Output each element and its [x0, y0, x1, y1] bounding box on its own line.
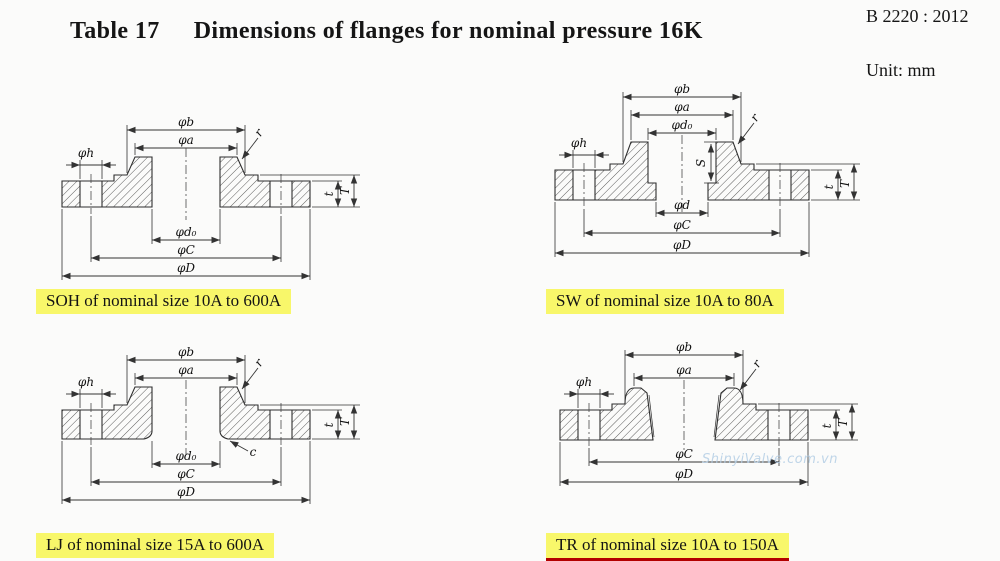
table-number: Table 17 — [70, 18, 160, 44]
flange-section — [61, 386, 311, 440]
lj-flange-drawing: φb φa φh r t T φd₀ c φC φD — [61, 345, 360, 504]
dim-label-phi-b: φb — [178, 115, 194, 129]
dim-label-phi-C: φC — [177, 243, 195, 257]
dim-label-phi-d0: φd₀ — [672, 118, 693, 132]
watermark: ShinyiValve.com.vn — [702, 452, 838, 467]
dim-label-phi-d: φd — [674, 198, 690, 212]
dim-label-phi-D: φD — [675, 467, 693, 481]
dimensions: φb φa φh r t T φd₀ φC φD — [61, 115, 360, 280]
dimensions: φb φa φh r t T φC φD — [559, 340, 858, 486]
dim-label-T: T — [838, 179, 852, 188]
dim-label-phi-a: φa — [178, 133, 194, 147]
dim-label-phi-b: φb — [178, 345, 194, 359]
dimensions: φb φa φh r t T φd₀ c φC φD — [61, 345, 360, 504]
dim-label-phi-D: φD — [177, 261, 195, 275]
dim-label-phi-D: φD — [673, 238, 691, 252]
caption-lj: LJ of nominal size 15A to 600A — [36, 533, 275, 558]
table-title: Dimensions of flanges for nominal pressu… — [193, 18, 703, 44]
dim-label-phi-b: φb — [676, 340, 692, 354]
dim-label-phi-C: φC — [177, 467, 195, 481]
caption-sw: SW of nominal size 10A to 80A — [546, 289, 784, 314]
dim-label-t: t — [322, 191, 336, 196]
dim-label-phi-h: φh — [576, 375, 592, 389]
dim-label-phi-C: φC — [673, 218, 691, 232]
dim-label-T: T — [836, 418, 850, 427]
soh-flange-drawing: φb φa φh r t T φd₀ φC φD — [61, 115, 360, 280]
dim-label-phi-C: φC — [675, 447, 693, 461]
dim-label-phi-h: φh — [78, 375, 94, 389]
dim-label-r: r — [747, 110, 762, 124]
dim-label-r: r — [251, 355, 266, 369]
dim-label-T: T — [338, 186, 352, 195]
dim-label-S: S — [694, 159, 708, 167]
dim-label-T: T — [338, 417, 352, 426]
standard-reference: B 2220 : 2012 — [866, 6, 969, 26]
centerlines — [90, 380, 282, 454]
dim-label-phi-a: φa — [674, 100, 690, 114]
centerlines — [90, 148, 282, 220]
caption-tr: TR of nominal size 10A to 150A — [546, 533, 789, 561]
dim-label-phi-a: φa — [178, 363, 194, 377]
dim-label-t: t — [822, 184, 836, 189]
dim-label-t: t — [322, 422, 336, 427]
dim-label-phi-a: φa — [676, 363, 692, 377]
dim-label-phi-D: φD — [177, 485, 195, 499]
dim-label-phi-h: φh — [78, 146, 94, 160]
dim-label-c: c — [250, 445, 257, 459]
page-title: Table 17 Dimensions of flanges for nomina… — [70, 18, 703, 45]
unit-label: Unit: mm — [866, 60, 936, 80]
dim-label-phi-d0: φd₀ — [176, 449, 197, 463]
sw-flange-drawing: φb φa φd₀ φh r S t T φd φC φD — [554, 82, 860, 257]
flange-section — [554, 141, 810, 201]
tr-flange-drawing: φb φa φh r t T φC φD — [559, 340, 858, 486]
dim-label-phi-b: φb — [674, 82, 690, 96]
dim-label-t: t — [820, 423, 834, 428]
centerlines — [583, 135, 781, 215]
centerlines — [588, 380, 780, 450]
dim-label-r: r — [251, 125, 266, 139]
dim-label-r: r — [749, 356, 764, 370]
dim-label-phi-d0: φd₀ — [176, 225, 197, 239]
flange-section — [559, 387, 809, 441]
dimensions: φb φa φd₀ φh r S t T φd φC φD — [554, 82, 860, 257]
dim-label-phi-h: φh — [571, 136, 587, 150]
caption-soh: SOH of nominal size 10A to 600A — [36, 289, 292, 314]
